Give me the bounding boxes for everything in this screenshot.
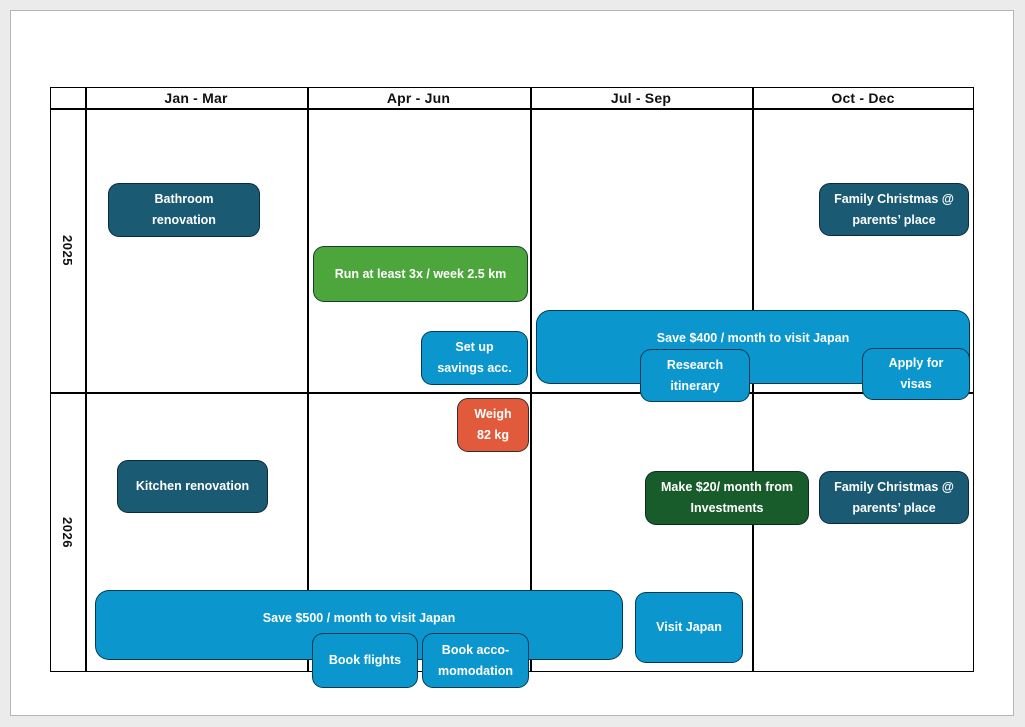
task-label: Weigh (474, 407, 512, 421)
task-weigh-82-kg[interactable]: Weigh 82 kg (457, 398, 529, 452)
task-label: Make $20/ month from (661, 480, 793, 494)
grid-line-year-divider (50, 392, 974, 394)
task-label: parents’ place (852, 500, 936, 515)
task-family-christmas-2025[interactable]: Family Christmas @ parents’ place (819, 183, 969, 236)
task-label: Research (666, 357, 724, 372)
task-label: Set up (455, 340, 494, 354)
task-book-flights[interactable]: Book flights (312, 633, 418, 688)
task-set-up-savings[interactable]: Set up savings acc. (421, 331, 528, 385)
task-apply-for-visas[interactable]: Apply for visas (862, 348, 970, 400)
quarter-header-jul-sep: Jul - Sep (610, 89, 672, 106)
task-book-accommodation[interactable]: Book acco-momodation (422, 633, 529, 688)
grid-line-year-column (85, 87, 87, 672)
quarter-header-oct-dec: Oct - Dec (831, 89, 895, 106)
task-bathroom-renovation[interactable]: Bathroom renovation (108, 183, 260, 237)
quarter-header-jan-mar: Jan - Mar (164, 89, 228, 106)
task-research-itinerary[interactable]: Research itinerary (640, 349, 750, 402)
task-label: itinerary (670, 378, 720, 393)
year-label-2025: 2025 (60, 234, 75, 266)
task-label: Apply for (888, 356, 944, 370)
task-label: momodation (438, 663, 513, 678)
task-label: Bathroom (154, 192, 214, 206)
task-label: parents’ place (852, 212, 936, 227)
task-label: Run at least 3x / week 2.5 km (334, 266, 507, 281)
task-label: savings acc. (437, 361, 512, 375)
quarter-header-apr-jun: Apr - Jun (386, 89, 451, 106)
task-kitchen-renovation[interactable]: Kitchen renovation (117, 460, 268, 513)
task-label: visas (900, 377, 932, 391)
grid-line-header-bottom (50, 108, 974, 110)
task-label: Book flights (328, 653, 402, 667)
task-label: Save $500 / month to visit Japan (262, 611, 456, 625)
task-label: Visit Japan (656, 620, 722, 634)
grid-line-q3 (530, 87, 532, 672)
task-label: Family Christmas @ (834, 191, 954, 206)
task-label: Investments (690, 501, 764, 515)
task-label: Family Christmas @ (834, 479, 954, 494)
year-label-2026: 2026 (60, 516, 75, 548)
task-label: Kitchen renovation (135, 479, 250, 493)
task-label: Book acco- (441, 642, 510, 657)
task-family-christmas-2026[interactable]: Family Christmas @ parents’ place (819, 471, 969, 524)
task-label: renovation (152, 213, 216, 227)
task-label: 82 kg (477, 428, 509, 442)
task-label: Save $400 / month to visit Japan (656, 331, 850, 345)
grid-line-q2 (307, 87, 309, 672)
task-visit-japan[interactable]: Visit Japan (635, 592, 743, 663)
task-run-3x-week[interactable]: Run at least 3x / week 2.5 km (313, 246, 528, 302)
